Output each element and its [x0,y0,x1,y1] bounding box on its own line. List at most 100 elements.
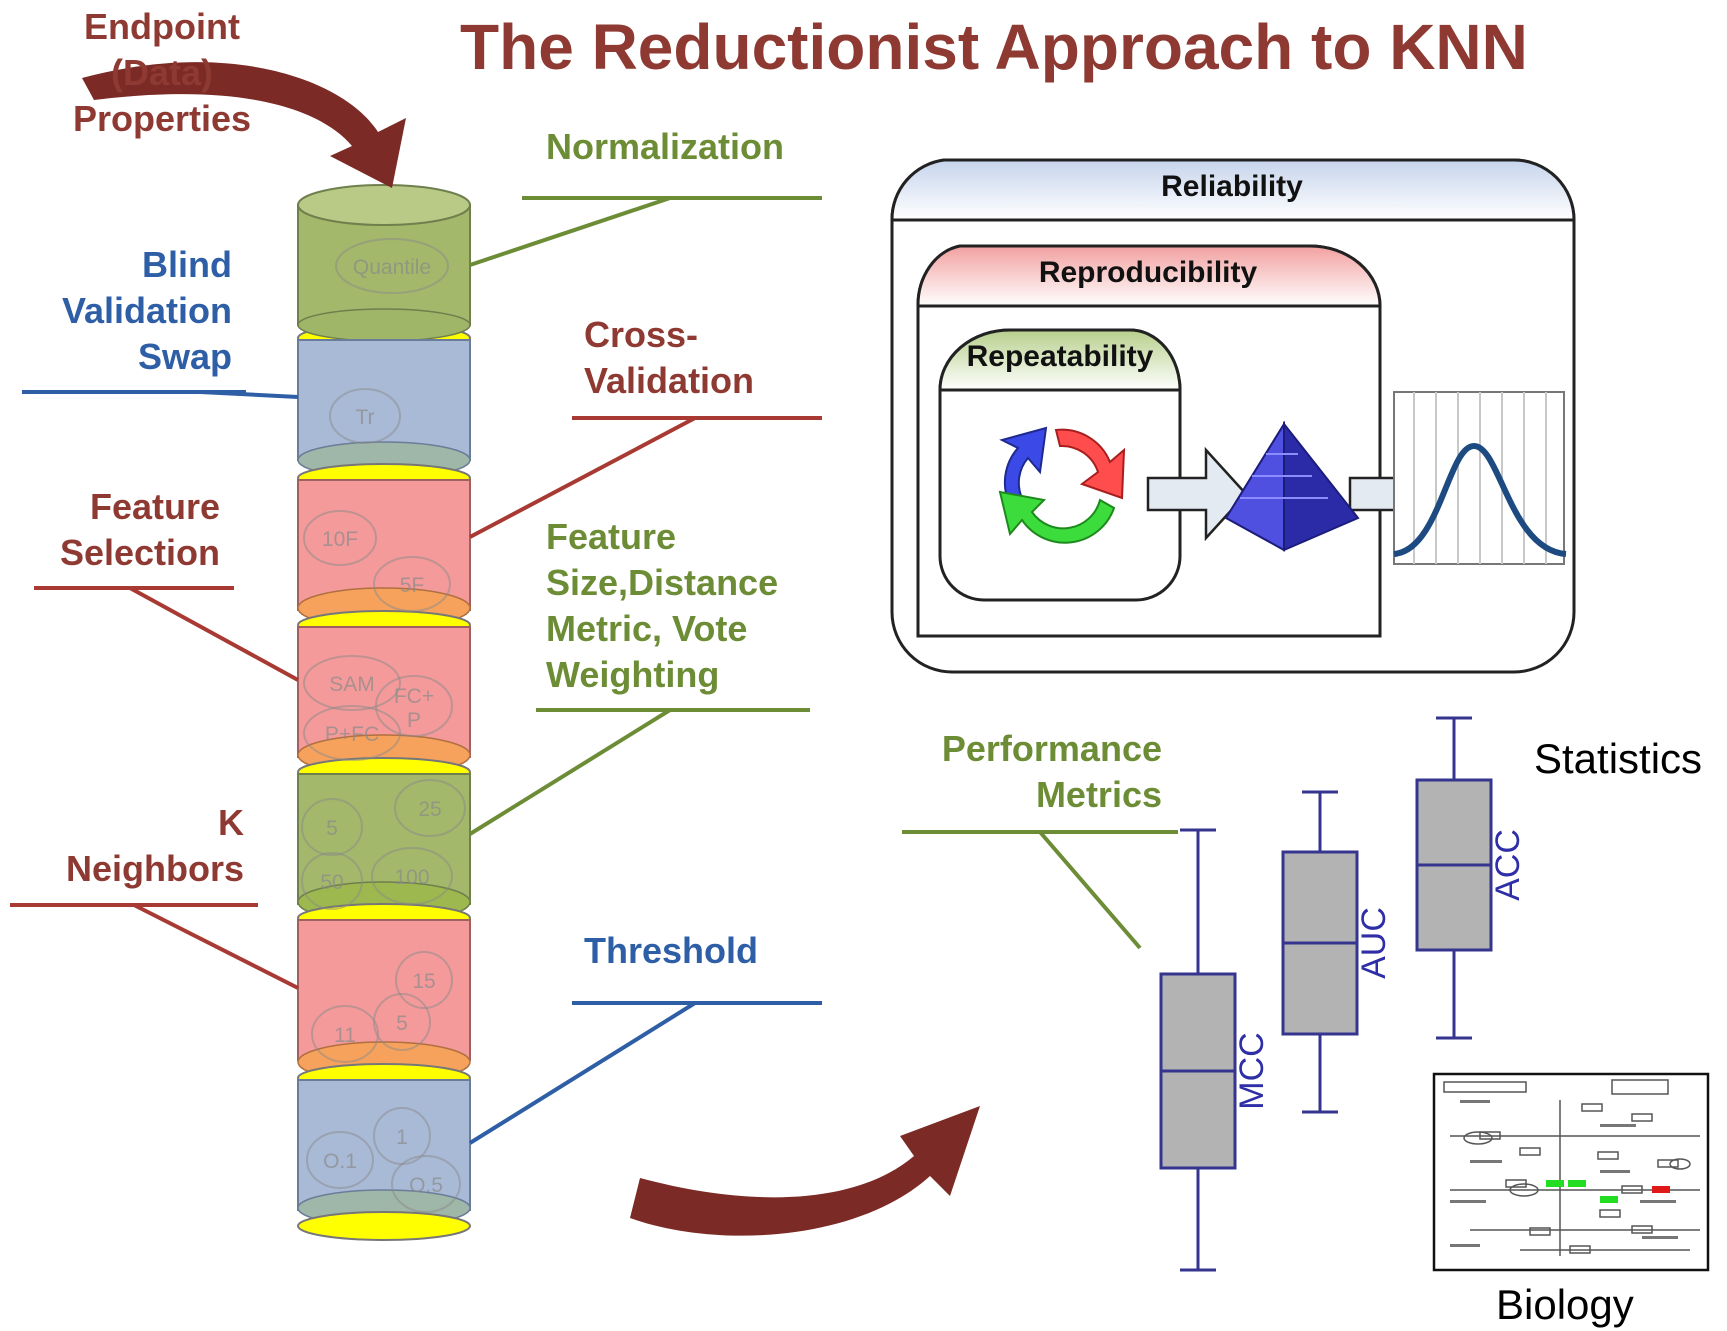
cross-validation-connector-diag [469,416,696,539]
pyramid-icon [1224,420,1360,552]
curved-arrow-top [82,62,406,189]
bell-curve-chart-icon [1393,391,1567,565]
bubble [371,847,453,905]
label-line: Neighbors [65,848,244,889]
threshold-label: Threshold [584,928,758,974]
bubble-label: FC+ [394,685,434,708]
label-line: Metrics [1035,774,1162,815]
bubble [394,779,466,837]
bubble-label: P [407,709,421,732]
bubble-label: O.5 [409,1174,443,1197]
statistics-label: Statistics [1534,736,1702,782]
label-line: Properties [72,98,252,139]
k-neighbors-band [297,919,471,1061]
bubble [306,1131,374,1189]
normalization-bottom [297,308,471,342]
bubble-label: P+FC [325,723,379,746]
normalization-connector-diag [469,196,671,267]
bubble [311,1005,379,1063]
threshold-band [297,1079,471,1211]
blind-connector-diag [199,390,299,399]
label-line: K [218,802,244,843]
label-line: Statistics [1534,735,1703,782]
biology-pathway-thumbnail [1432,1072,1710,1272]
label-line: Endpoint [84,6,240,47]
boxplot-label: AUC [1355,907,1393,979]
label-line: Weighting [546,654,720,695]
label-line: Blind [142,244,232,285]
feature-selection-label: Feature Selection [20,484,220,576]
bubble [303,705,401,761]
column-bubbles [301,238,466,1213]
label-line: Metric, Vote [546,608,748,649]
label-line: Selection [59,532,220,573]
feature-size-label: Feature Size,Distance Metric, Vote Weigh… [546,514,778,698]
boxplot-label: MCC [1233,1032,1271,1109]
bubble [335,238,449,294]
bubble-label: 15 [412,970,435,993]
bubble [373,556,451,612]
boxplots: MCC AUC ACC [1159,716,1527,1272]
feature-selection-connector-diag [129,586,299,682]
curved-arrow-bottom [630,1106,980,1236]
label-line: Feature [546,516,677,557]
label-line: Validation [61,290,232,331]
page-title: The Reductionist Approach to KNN [460,11,1528,83]
performance-metrics-label: Performance Metrics [900,726,1162,818]
biology-label: Biology [1496,1282,1634,1328]
boxplot-acc: ACC [1415,716,1527,1040]
bubble-label: 25 [418,798,441,821]
feature-size-connector-diag [468,708,672,836]
boxplot-auc: AUC [1281,790,1393,1114]
reproducibility-title: Reproducibility [1038,256,1258,289]
label-line: Normalization [546,126,785,167]
label-line: (Data) [110,52,213,93]
label-line: Swap [137,336,232,377]
reliability-header [890,158,1576,222]
k-neighbors-label: K Neighbors [20,800,244,892]
cycle-arrows-icon [998,426,1126,544]
endpoint-label: Endpoint (Data) Properties [62,4,262,142]
bubble-label: 5F [400,574,425,597]
boxplot-label: ACC [1489,829,1527,901]
bubble-label: Tr [355,406,374,429]
label-line: Biology [1496,1281,1634,1328]
bubble-label: 100 [394,866,429,889]
blind-validation-label: Blind Validation Swap [20,242,232,380]
bubble-label: 11 [334,1024,356,1047]
label-line: Cross- [584,314,699,355]
bubble-label: 50 [320,871,343,894]
bubble-label: 5 [326,817,338,840]
bubble [329,388,401,444]
normalization-label: Normalization [546,124,784,170]
bubble [303,510,377,566]
block-arrow-icon [1146,446,1248,542]
bubble [391,1155,461,1213]
layer-column [297,184,471,1241]
cross-validation-label: Cross- Validation [584,312,754,404]
repeatability-header [938,328,1182,392]
label-line: Size,Distance [546,562,779,603]
yellow-ring [297,1211,471,1241]
label-line: Performance [941,728,1162,769]
label-line: Validation [584,360,755,401]
repeatability-title: Repeatability [966,340,1154,373]
k-neighbors-connector-diag [133,903,299,990]
bubble-label: 10F [322,528,358,551]
bubble-label: O.1 [323,1150,357,1173]
bubble [375,675,453,737]
bubble [303,655,401,711]
threshold-connector-diag [468,1001,697,1145]
bubble-label: SAM [329,673,375,696]
connector-lines [10,196,1178,1145]
bubble-label: 5 [396,1012,408,1035]
bubble-labels: Quantile Tr 10F 5F SAM FC+ P P+FC 25 5 5… [320,256,443,1197]
label-line: Threshold [584,930,759,971]
reproducibility-header [916,244,1382,308]
bubble-label: 1 [396,1126,408,1149]
reliability-title: Reliability [1161,170,1303,203]
performance-connector-diag [1038,830,1142,950]
bubble [301,852,363,910]
bubble-label: Quantile [353,256,431,279]
